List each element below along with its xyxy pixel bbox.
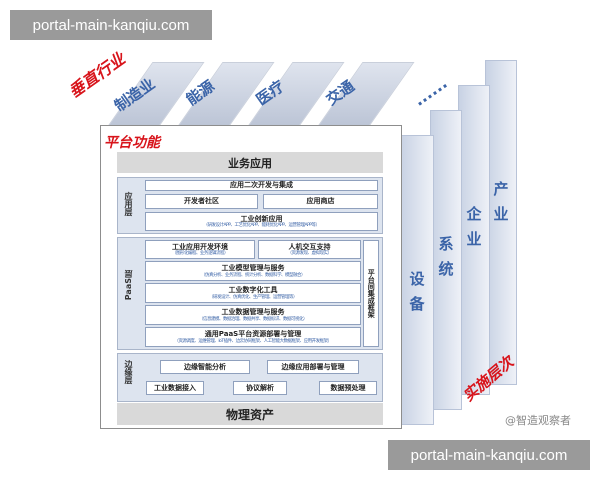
paas-item: 通用PaaS平台资源部署与管理（资源调度、运维管理、IoT插件、边云协同框架、人… (145, 327, 361, 347)
business-app: 业务应用 (117, 152, 383, 173)
innovation-title: 工业创新应用 (240, 214, 283, 223)
paas-item: 人机交互支持（资源发现、虚拟现实） (258, 240, 361, 259)
paas-item-title: 工业应用开发环境 (172, 242, 228, 251)
innovation-sub: （研发设计APP、工艺优化APP、能耗优化APP、运营管理APP等） (203, 223, 320, 228)
integration-framework: 平台间集成框架 (363, 240, 379, 347)
edge-item: 边缘智能分析 (160, 360, 250, 374)
watermark-bottom: portal-main-kanqiu.com (388, 440, 590, 470)
edge-layer-label: 边缘层 (124, 360, 133, 384)
level-enterprise-label: 企业 (464, 206, 483, 256)
paas-item-sub: （资源调度、运维管理、IoT插件、边云协同框架、人工智能大数据框架、应用开发框架… (174, 338, 332, 344)
edge-item: 数据预处理 (319, 381, 377, 395)
paas-item: 工业数字化工具（研发设计、仿真优化、生产管理、运营管理等） (145, 283, 361, 303)
watermark-top: portal-main-kanqiu.com (10, 10, 212, 40)
paas-item-title: 通用PaaS平台资源部署与管理 (204, 330, 302, 339)
platform-label: 平台功能 (104, 135, 160, 151)
app-store: 应用商店 (263, 194, 378, 209)
level-industry: 产业 (485, 60, 517, 385)
paas-item-sub: （图形化编程、业务逻辑流程） (172, 251, 229, 256)
paas-item-sub: （仿真分析、业务流程、统计分析、数据科学、模型融合） (201, 272, 306, 278)
innovation-apps: 工业创新应用（研发设计APP、工艺优化APP、能耗优化APP、运营管理APP等） (145, 212, 378, 231)
level-industry-label: 产业 (491, 181, 510, 231)
dev-community: 开发者社区 (145, 194, 258, 209)
paas-item-title: 人机交互支持 (288, 242, 331, 251)
level-enterprise: 企业 (458, 85, 490, 395)
industry-more: ...... (409, 73, 451, 110)
paas-item-title: 工业数据管理与服务 (221, 308, 285, 317)
paas-item-title: 工业数字化工具 (228, 286, 278, 295)
edge-item: 边缘应用部署与管理 (267, 360, 359, 374)
credit-watermark: @智造观察者 (505, 414, 571, 427)
physical-assets: 物理资产 (117, 403, 383, 425)
paas-item-sub: （信息建模、数据治理、数据共享、数据标识、数据可视化） (199, 316, 308, 322)
app-layer-label: 应用层 (124, 192, 133, 216)
level-device: 设备 (400, 135, 434, 425)
paas-item: 工业模型管理与服务（仿真分析、业务流程、统计分析、数据科学、模型融合） (145, 261, 361, 281)
paas-layer-label: PaaS层 (124, 270, 133, 301)
level-system-label: 系统 (436, 236, 455, 286)
level-system: 系统 (430, 110, 462, 410)
paas-item: 工业数据管理与服务（信息建模、数据治理、数据共享、数据标识、数据可视化） (145, 305, 361, 325)
paas-item-sub: （资源发现、虚拟现实） (287, 251, 333, 256)
level-device-label: 设备 (407, 271, 426, 321)
paas-item-sub: （研发设计、仿真优化、生产管理、运营管理等） (209, 294, 298, 300)
paas-item-title: 工业模型管理与服务 (221, 264, 285, 273)
edge-item: 工业数据接入 (146, 381, 204, 395)
edge-item: 协议解析 (233, 381, 287, 395)
paas-item: 工业应用开发环境（图形化编程、业务逻辑流程） (145, 240, 255, 259)
dev-integration: 应用二次开发与集成 (145, 180, 378, 191)
